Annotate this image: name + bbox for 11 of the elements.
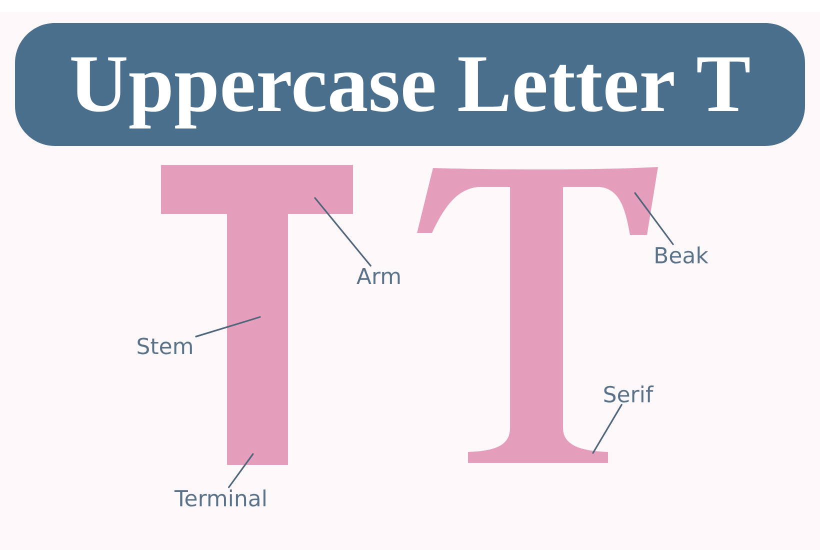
leader-line (228, 453, 254, 488)
part-label: Stem (138, 338, 192, 354)
part-label: Arm (356, 268, 400, 284)
leader-line (195, 316, 261, 338)
part-label: Beak (656, 246, 708, 264)
leader-line (634, 192, 674, 246)
part-label: Serif (604, 386, 654, 403)
part-label: Terminal (174, 490, 266, 507)
title-banner: Uppercase Letter T (15, 23, 805, 146)
leader-line (314, 197, 372, 267)
leader-line (592, 404, 622, 454)
